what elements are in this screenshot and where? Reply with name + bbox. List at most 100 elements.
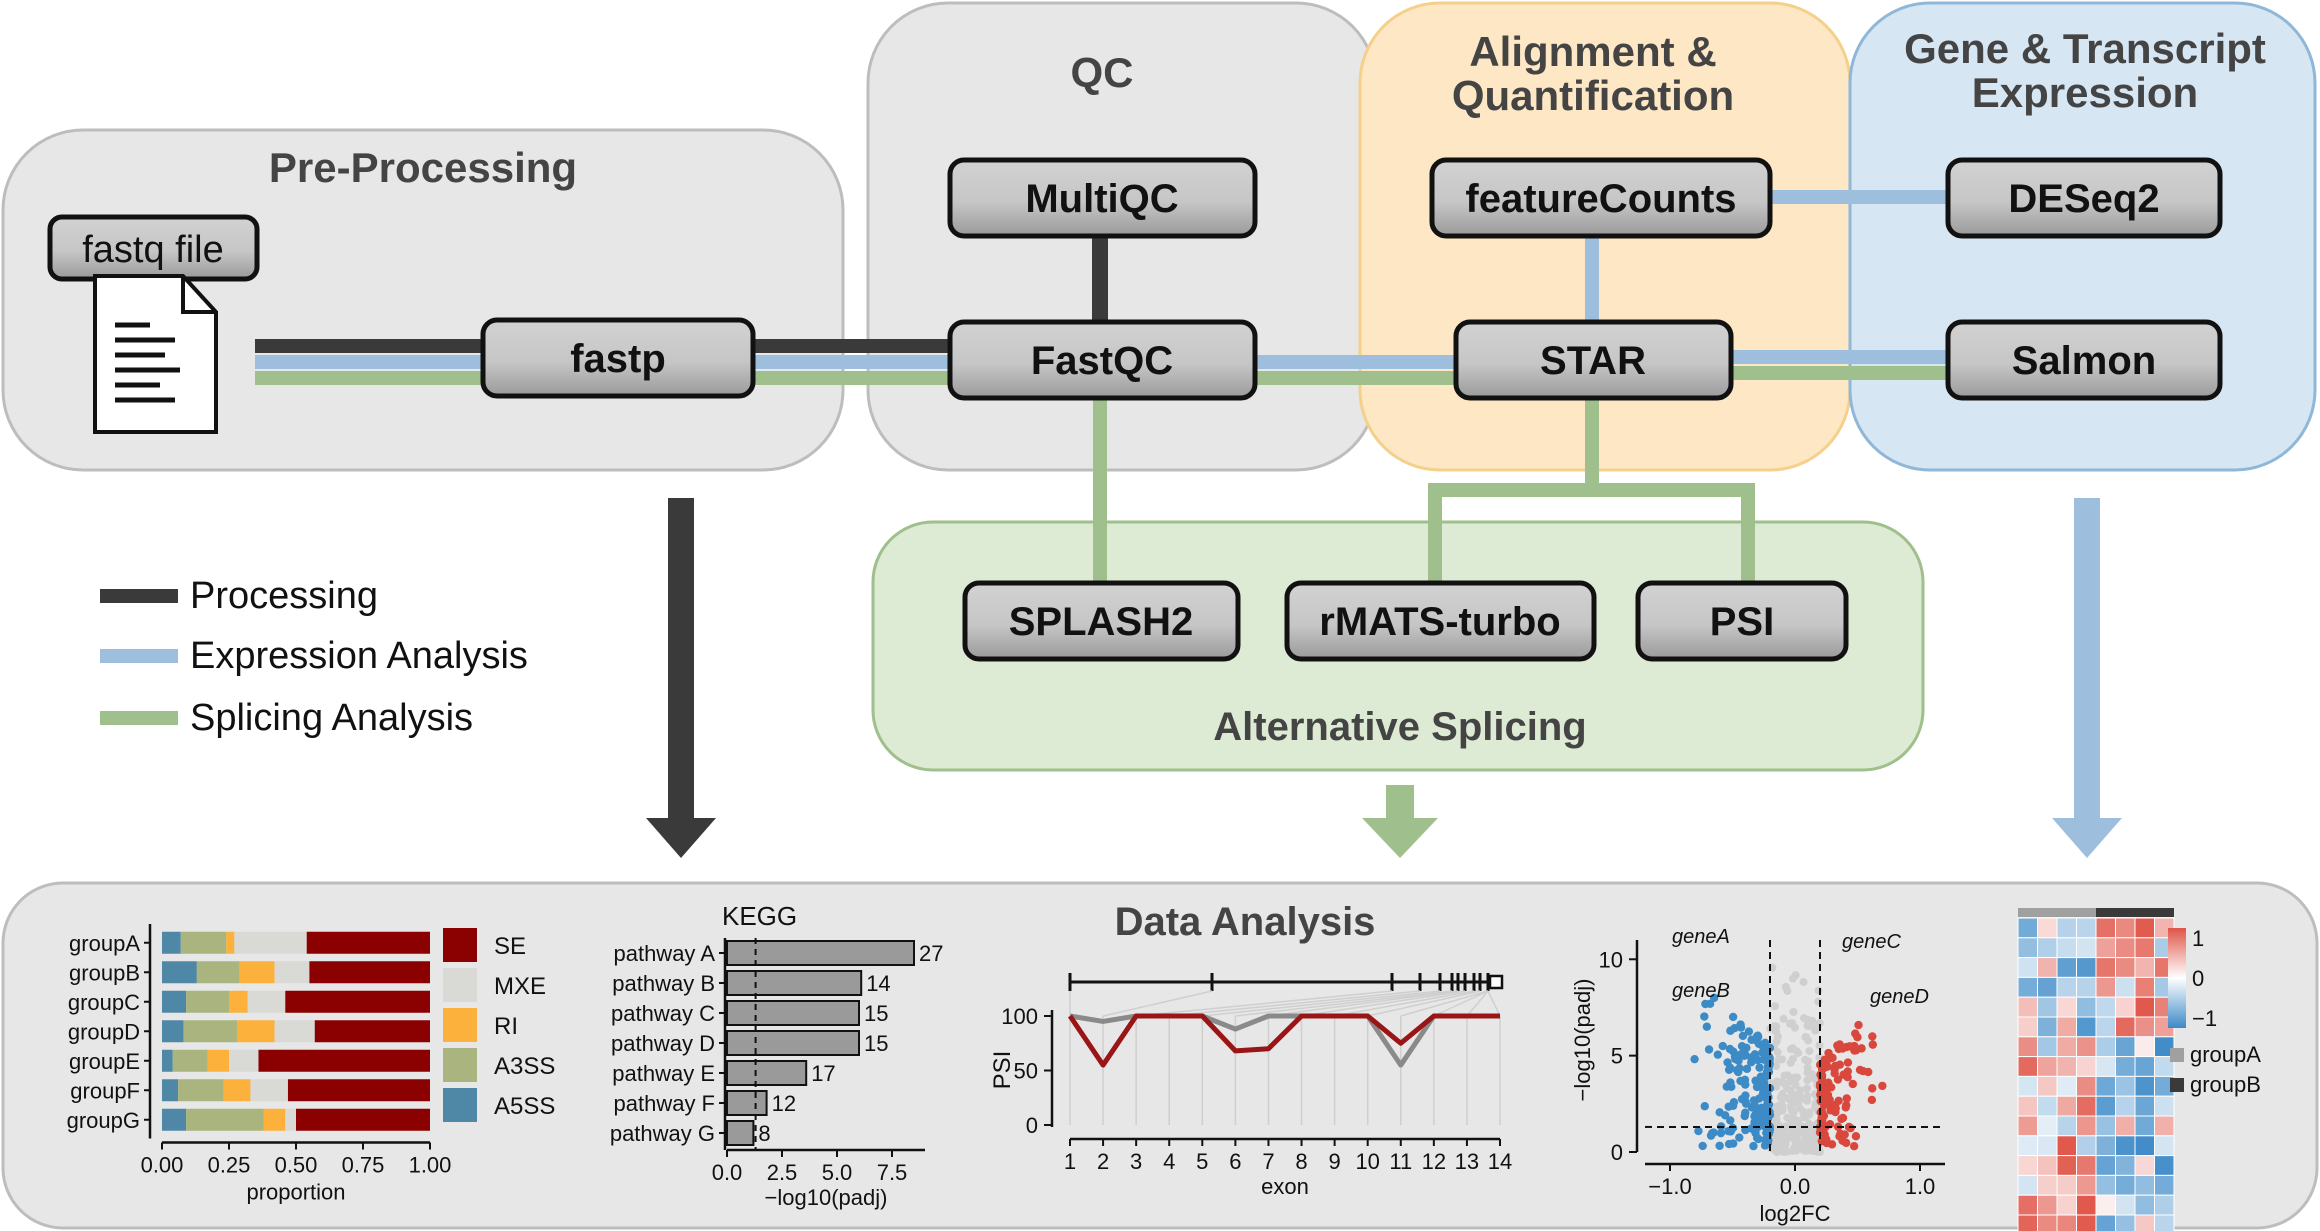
preprocessing-title: Pre-Processing [269, 144, 577, 191]
volcano-point [1738, 1077, 1748, 1086]
bar [726, 1000, 860, 1026]
bar-segment [183, 1020, 238, 1043]
alignment-title-line1: Alignment & [1469, 28, 1716, 75]
volcano-point [1842, 1094, 1851, 1103]
volcano-point [1799, 1014, 1808, 1023]
node-psi-label: PSI [1710, 600, 1774, 644]
heatmap-cell [2056, 1155, 2077, 1176]
heatmap-cell [2134, 1016, 2155, 1038]
x-tick-label: 11 [1389, 1149, 1412, 1174]
volcano-point [1785, 1019, 1794, 1028]
category-label: groupB [69, 960, 140, 985]
volcano-point [1858, 1066, 1868, 1076]
node-featurecounts[interactable]: featureCounts [1429, 157, 1773, 239]
volcano-point [1789, 1054, 1798, 1063]
heatmap-cell [2115, 1075, 2136, 1097]
arrow-splicing-down [1362, 785, 1438, 858]
volcano-point [1742, 1064, 1752, 1074]
volcano-point [1690, 1054, 1699, 1064]
heatmap-cell [2076, 1194, 2097, 1216]
node-multiqc[interactable]: MultiQC [947, 157, 1258, 239]
node-salmon[interactable]: Salmon [1945, 319, 2223, 401]
node-salmon-label: Salmon [2012, 339, 2156, 383]
heatmap-cell [2037, 1056, 2058, 1077]
volcano-point [1772, 1037, 1781, 1046]
node-fastqc[interactable]: FastQC [947, 319, 1258, 401]
bar-segment [226, 931, 235, 954]
data-label: 12 [772, 1091, 796, 1116]
heatmap-cell [2134, 1135, 2155, 1157]
volcano-point [1736, 1023, 1746, 1032]
heatmap-cell [2154, 1155, 2175, 1176]
volcano-point [1793, 1073, 1802, 1082]
bar [726, 1090, 768, 1116]
heatmap-cell [2037, 1095, 2058, 1117]
node-fastq-label: fastq file [82, 229, 224, 271]
exon-connector [1301, 990, 1466, 1017]
heatmap-cell [2095, 917, 2116, 939]
gene-annotation: geneD [1870, 986, 1929, 1008]
legend-label: A5SS [494, 1093, 555, 1120]
heatmap-cell [2076, 1155, 2097, 1176]
volcano-point [1840, 1130, 1849, 1139]
exon-connector [1400, 990, 1489, 1017]
x-tick-label: 13 [1455, 1149, 1479, 1174]
legend-label: MXE [494, 973, 546, 1000]
heatmap-cell [2095, 1155, 2116, 1176]
volcano-point [1822, 1135, 1831, 1144]
bar [726, 1030, 860, 1056]
exon-connector [1235, 990, 1453, 1017]
heatmap-cell [2115, 937, 2136, 959]
legend-label: RI [494, 1013, 518, 1040]
bar [726, 970, 863, 996]
volcano-point [1741, 1125, 1750, 1135]
x-tick-label: 7 [1262, 1149, 1274, 1174]
bar-segment [285, 1108, 296, 1131]
legend-splicing-label: Splicing Analysis [190, 697, 473, 739]
node-fastp[interactable]: fastp [480, 317, 756, 399]
legend-swatch [443, 1008, 477, 1042]
volcano-point [1778, 1101, 1787, 1110]
volcano-point [1734, 1051, 1744, 1060]
node-rmats-turbo[interactable]: rMATS-turbo [1284, 580, 1597, 662]
heatmap-cell [2076, 996, 2097, 1018]
node-deseq2[interactable]: DESeq2 [1945, 157, 2223, 239]
heatmap-cell [2037, 1016, 2058, 1038]
volcano-point [1728, 1139, 1738, 1148]
bar-segment [207, 1049, 229, 1072]
heatmap-cell [2037, 957, 2058, 978]
heatmap-cell [2134, 1095, 2155, 1117]
category-label: groupF [70, 1078, 140, 1103]
bar-segment [234, 931, 307, 954]
heatmap-cell [2017, 917, 2038, 939]
x-axis-label: proportion [246, 1180, 345, 1205]
exon-connector [1367, 990, 1481, 1017]
node-star[interactable]: STAR [1453, 319, 1734, 401]
heatmap-cell [2017, 1214, 2038, 1231]
heatmap-cell [2017, 1115, 2038, 1137]
data-label: 15 [864, 1001, 888, 1026]
bar-segment [285, 990, 430, 1013]
heatmap-cell [2095, 1075, 2116, 1097]
volcano-point [1778, 1133, 1787, 1142]
volcano-point [1772, 1062, 1781, 1071]
volcano-point [1770, 1002, 1779, 1011]
heatmap-cell [2017, 1056, 2038, 1077]
volcano-point [1867, 1095, 1877, 1105]
node-fastq-file[interactable]: fastq file [47, 214, 260, 282]
bar-segment [172, 1049, 208, 1072]
qc-title: QC [1071, 49, 1134, 96]
volcano-point [1754, 1039, 1764, 1049]
data-label: 8 [758, 1121, 770, 1146]
volcano-point [1747, 1103, 1756, 1112]
data-analysis-title: Data Analysis [1115, 900, 1376, 944]
volcano-point [1760, 1046, 1769, 1055]
category-label: groupG [67, 1108, 140, 1133]
node-splash2[interactable]: SPLASH2 [962, 580, 1241, 662]
node-psi[interactable]: PSI [1635, 580, 1849, 662]
heatmap-cell [2095, 1135, 2116, 1157]
bar-segment [309, 961, 430, 984]
volcano-point [1868, 1040, 1878, 1049]
category-label: pathway G [610, 1121, 715, 1146]
